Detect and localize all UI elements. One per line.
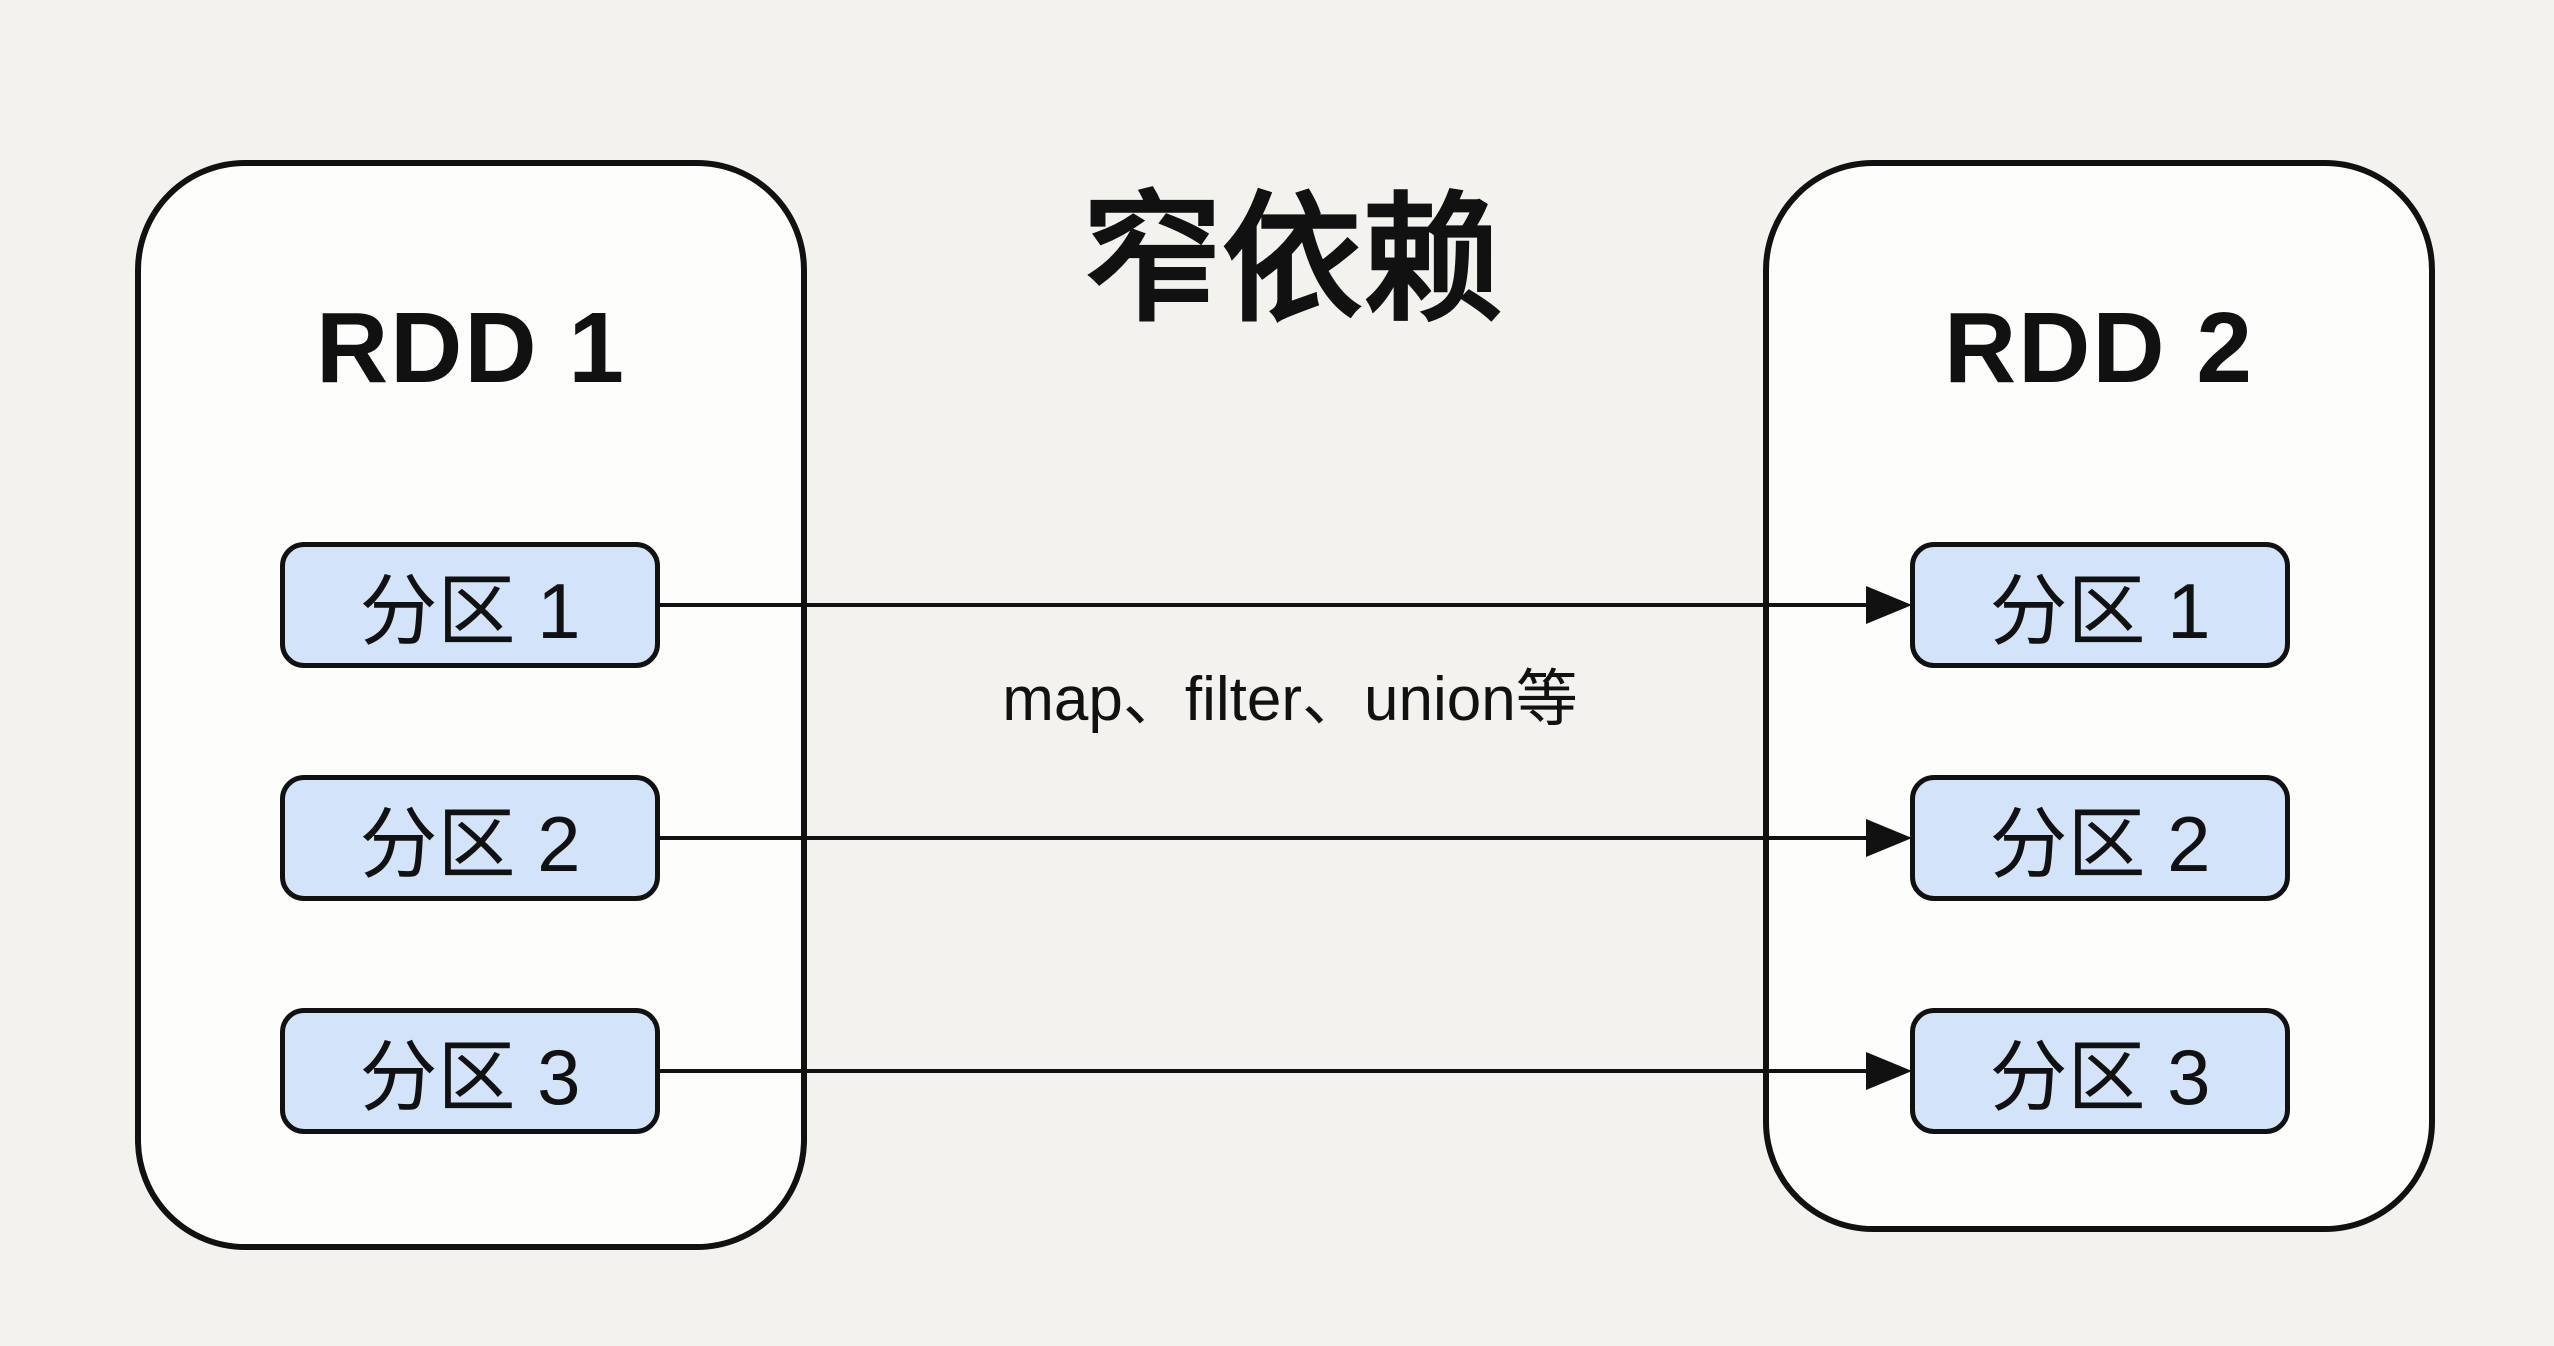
rdd1-partition-1: 分区 1 bbox=[280, 542, 660, 668]
rdd1-partition-2: 分区 2 bbox=[280, 775, 660, 901]
rdd2-partition-3: 分区 3 bbox=[1910, 1008, 2290, 1134]
arrow-partition-3 bbox=[660, 1052, 1912, 1090]
rdd2-partition-1: 分区 1 bbox=[1910, 542, 2290, 668]
rdd1-title: RDD 1 bbox=[315, 292, 627, 404]
rdd1-partition-3: 分区 3 bbox=[280, 1008, 660, 1134]
rdd2-title: RDD 2 bbox=[1943, 292, 2255, 404]
arrow-partition-1 bbox=[660, 586, 1912, 624]
arrow-partition-2 bbox=[660, 819, 1912, 857]
rdd2-partition-2: 分区 2 bbox=[1910, 775, 2290, 901]
diagram-title: 窄依赖 bbox=[1081, 181, 1502, 338]
transformation-label: map、filter、union等 bbox=[1002, 665, 1578, 734]
